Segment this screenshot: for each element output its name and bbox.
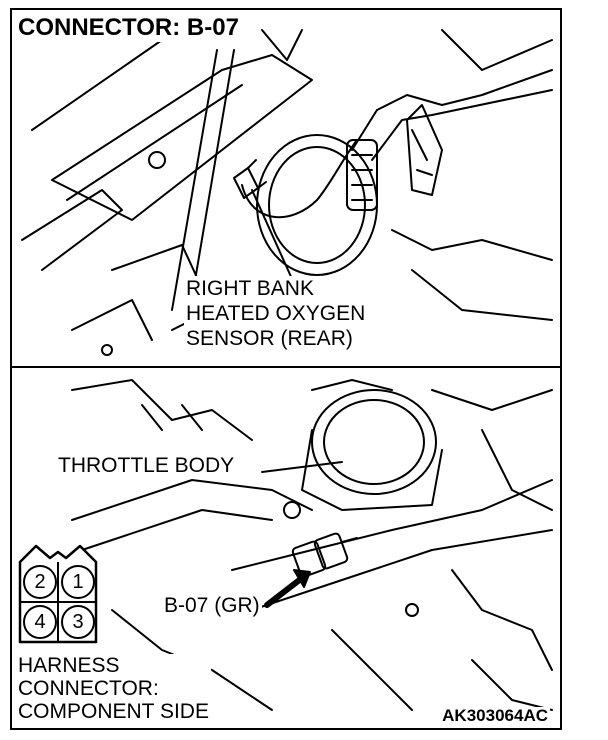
connector-title: CONNECTOR: B-07 [18, 16, 243, 42]
harness-label-line-3: COMPONENT SIDE [18, 700, 209, 723]
connector-pin-face: 2 1 4 3 [16, 542, 100, 646]
diagram-frame: CONNECTOR: B-07 RIGHT BANK HEATED OXYGEN… [10, 8, 562, 730]
engine-illustration-top [21, 29, 553, 356]
panel-divider [12, 366, 560, 368]
sensor-label-line-2: HEATED OXYGEN [186, 302, 366, 325]
figure-code: AK303064AC [440, 706, 550, 725]
connector-label: B-07 (GR) [162, 594, 262, 617]
pin-3: 3 [61, 605, 95, 639]
harness-label: HARNESS CONNECTOR: COMPONENT SIDE [16, 654, 211, 723]
throttle-body-label: THROTTLE BODY [56, 454, 237, 477]
sensor-label-line-1: RIGHT BANK [186, 277, 314, 300]
pin-2: 2 [23, 565, 57, 599]
harness-label-line-2: CONNECTOR: [18, 677, 159, 700]
sensor-label-line-3: SENSOR (REAR) [186, 327, 353, 350]
pin-4: 4 [23, 605, 57, 639]
sensor-label: RIGHT BANK HEATED OXYGEN SENSOR (REAR) [184, 276, 368, 351]
harness-label-line-1: HARNESS [18, 654, 120, 677]
pin-1: 1 [61, 565, 95, 599]
engine-illustration-bottom [71, 379, 553, 711]
